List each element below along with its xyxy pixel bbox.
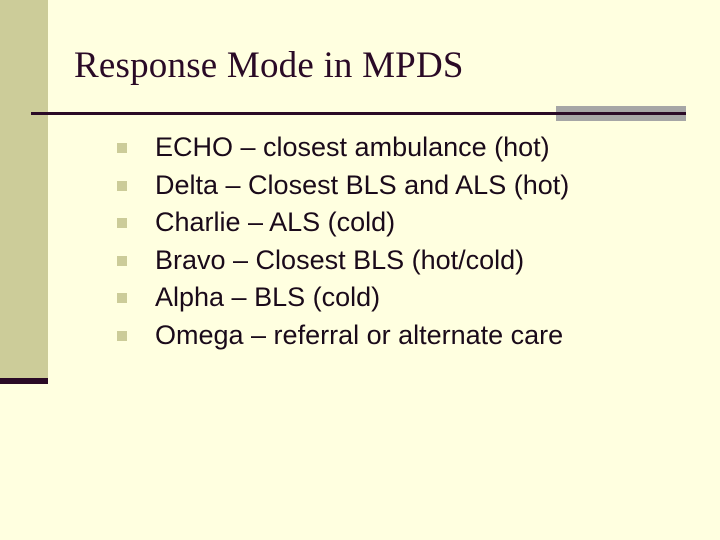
square-bullet-icon <box>117 293 127 303</box>
title-rule-line <box>31 112 686 115</box>
list-item: ECHO – closest ambulance (hot) <box>117 131 707 169</box>
square-bullet-icon <box>117 255 127 266</box>
bullet-list: ECHO – closest ambulance (hot) Delta – C… <box>117 131 707 356</box>
list-item-label: Alpha – BLS (cold) <box>155 282 381 312</box>
list-item: Charlie – ALS (cold) <box>117 206 707 244</box>
list-item-label: Omega – referral or alternate care <box>155 319 564 350</box>
left-decorative-band <box>0 0 48 378</box>
list-item: Delta – Closest BLS and ALS (hot) <box>117 169 707 207</box>
list-item: Alpha – BLS (cold) <box>117 281 707 319</box>
left-band-foot-accent <box>0 378 48 384</box>
page-title: Response Mode in MPDS <box>74 45 464 86</box>
list-item-label: Bravo – Closest BLS (hot/cold) <box>155 244 525 275</box>
square-bullet-icon <box>117 143 127 153</box>
square-bullet-icon <box>117 180 127 191</box>
list-item-label: Delta – Closest BLS and ALS (hot) <box>155 169 570 200</box>
square-bullet-icon <box>117 218 127 228</box>
list-item-label: ECHO – closest ambulance (hot) <box>155 132 550 162</box>
list-item: Bravo – Closest BLS (hot/cold) <box>117 244 707 282</box>
list-item: Omega – referral or alternate care <box>117 319 707 357</box>
list-item-label: Charlie – ALS (cold) <box>155 207 396 237</box>
square-bullet-icon <box>117 330 127 341</box>
